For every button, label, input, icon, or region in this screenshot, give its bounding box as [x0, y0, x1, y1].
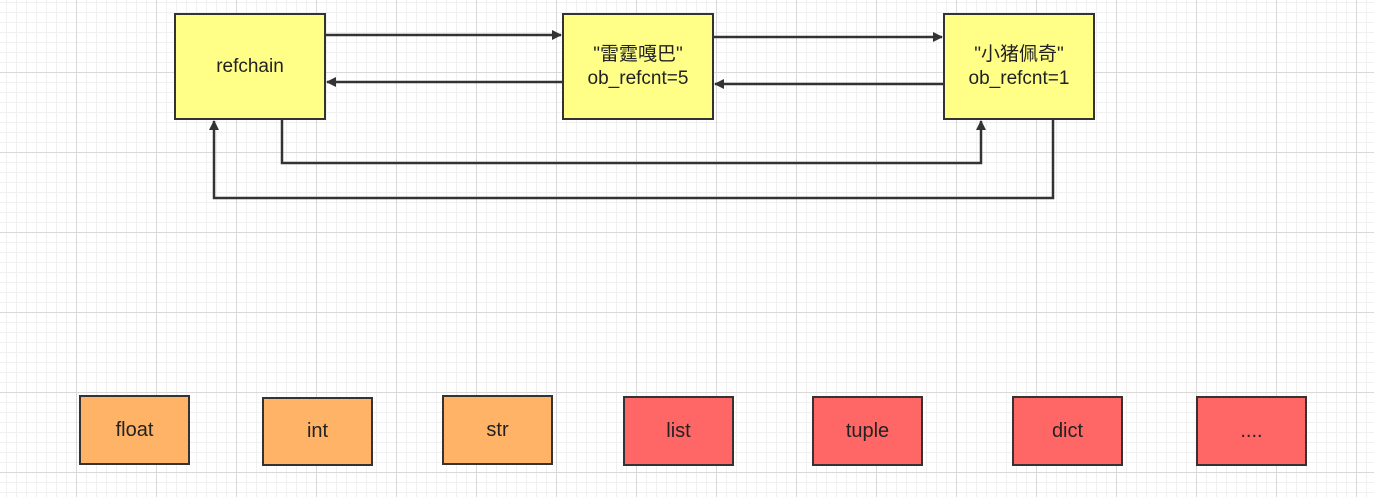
object-node-leiting-gaba[interactable]: "雷霆嘎巴" ob_refcnt=5: [562, 13, 714, 120]
type-box-more[interactable]: ....: [1196, 396, 1307, 466]
object-name-label: "雷霆嘎巴": [593, 43, 683, 65]
type-box-dict[interactable]: dict: [1012, 396, 1123, 466]
type-box-float[interactable]: float: [79, 395, 190, 465]
refchain-node[interactable]: refchain: [174, 13, 326, 120]
type-label: list: [666, 419, 691, 442]
edge-refchain-to-obj2: [280, 120, 986, 165]
type-box-list[interactable]: list: [623, 396, 734, 466]
type-label: float: [115, 418, 154, 441]
type-label: ....: [1240, 419, 1263, 442]
type-label: dict: [1051, 419, 1084, 442]
object-refcnt-label: ob_refcnt=1: [968, 67, 1070, 89]
type-box-int[interactable]: int: [262, 397, 373, 466]
type-label: tuple: [845, 419, 890, 442]
edge-obj2-to-refchain: [209, 120, 1055, 200]
type-box-str[interactable]: str: [442, 395, 553, 465]
type-box-tuple[interactable]: tuple: [812, 396, 923, 466]
object-refcnt-label: ob_refcnt=5: [587, 67, 689, 89]
type-label: int: [306, 420, 329, 442]
refchain-label: refchain: [216, 55, 284, 77]
type-label: str: [486, 418, 509, 441]
object-name-label: "小猪佩奇": [974, 43, 1064, 65]
object-node-peppa-pig[interactable]: "小猪佩奇" ob_refcnt=1: [943, 13, 1095, 120]
